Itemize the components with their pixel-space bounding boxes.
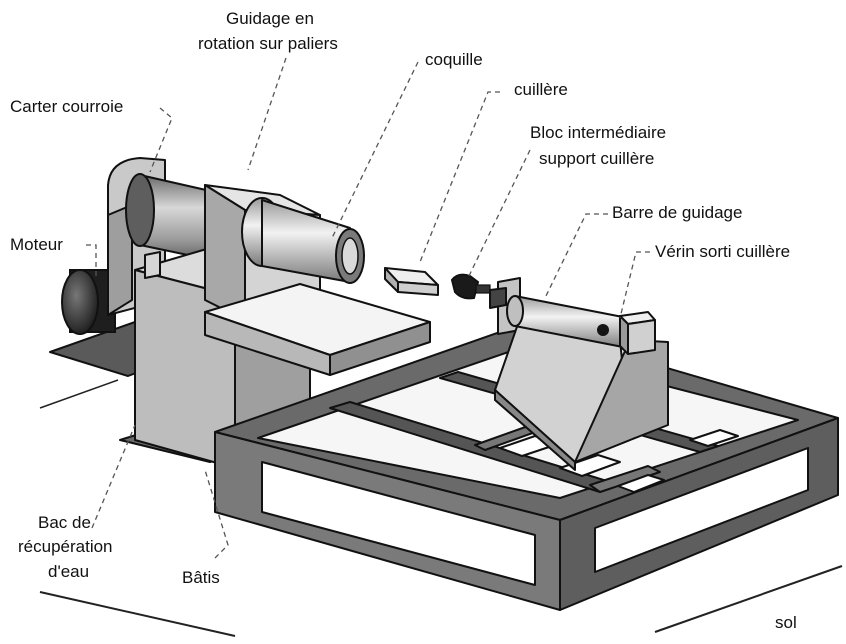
label-sol: sol [775, 613, 797, 632]
label-cuillere: cuillère [514, 80, 568, 99]
label-verin: Vérin sorti cuillère [655, 242, 790, 261]
label-coquille: coquille [425, 50, 483, 69]
label-barre: Barre de guidage [612, 203, 742, 222]
spindle [241, 197, 365, 284]
label-bac-line3: d'eau [48, 562, 89, 581]
spoon-head [450, 273, 491, 300]
ground-lines [39, 379, 843, 637]
label-bloc-line2: support cuillère [539, 149, 654, 168]
label-guidage-line2: rotation sur paliers [198, 34, 338, 53]
label-guidage-line1: Guidage en [226, 9, 314, 28]
leader-lines [86, 57, 650, 559]
label-moteur: Moteur [10, 235, 63, 254]
shell [384, 267, 439, 296]
label-bloc-line1: Bloc intermédiaire [530, 123, 666, 142]
label-bac-line1: Bac de [38, 513, 91, 532]
label-bac-line2: récupération [18, 537, 113, 556]
jack-end-block [597, 311, 656, 355]
shell-tray [204, 283, 431, 376]
label-carter: Carter courroie [10, 97, 123, 116]
guide-carriage [494, 317, 669, 471]
motor [61, 269, 116, 335]
label-batis: Bâtis [182, 568, 220, 587]
